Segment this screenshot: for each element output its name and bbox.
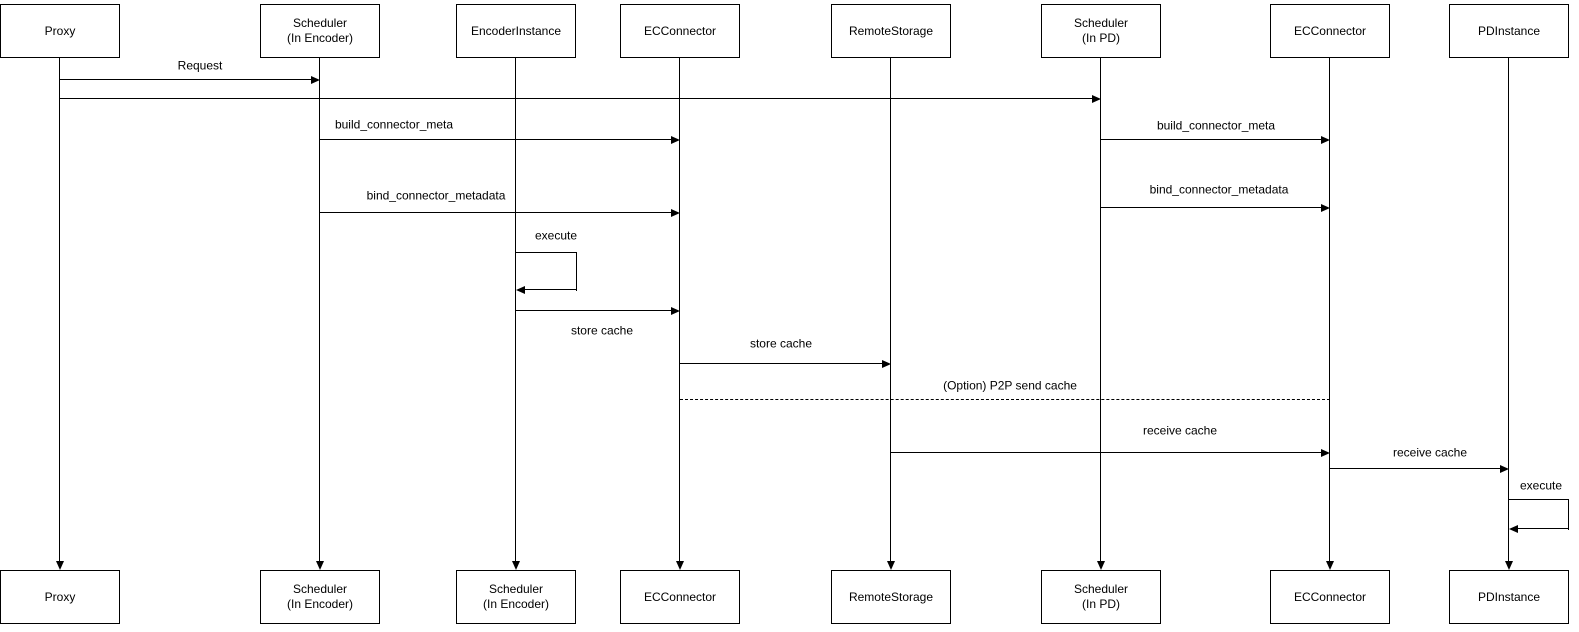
arrow-right-icon [1092,95,1101,103]
message-line [320,212,678,214]
actor-label: Scheduler [488,582,544,596]
actor-label: (In Encoder) [286,597,354,611]
actor-box-bottom-scheduler-encoder: Scheduler(In Encoder) [260,570,380,624]
message-label: build_connector_meta [334,117,454,132]
actor-label: ECConnector [643,589,717,604]
actor-label: PDInstance [1477,589,1541,604]
actor-box-top-ecconnector-right: ECConnector [1270,4,1390,58]
message-label: store cache [749,336,813,351]
actor-label: (In PD) [1081,597,1120,611]
message-line [680,399,1330,401]
message-label: (Option) P2P send cache [943,378,1077,393]
self-loop-right-line [576,252,578,291]
actor-box-bottom-ecconnector-right: ECConnector [1270,570,1390,624]
message-label: bind_connector_metadata [366,188,506,203]
arrow-left-icon [1509,525,1518,533]
actor-box-bottom-scheduler-pd: Scheduler(In PD) [1041,570,1161,624]
message-label: bind_connector_metadata [1149,182,1289,197]
arrow-right-icon [1321,136,1330,144]
actor-box-top-scheduler-encoder: Scheduler(In Encoder) [260,4,380,58]
message-line [680,363,889,365]
actor-label: PDInstance [1477,23,1541,38]
arrow-down-icon [316,561,324,570]
actor-label: ECConnector [1293,589,1367,604]
arrow-right-icon [882,360,891,368]
message-label: receive cache [1392,445,1468,460]
actor-label: Scheduler [1073,16,1129,30]
actor-label: (In Encoder) [482,597,550,611]
message-line [1101,139,1328,141]
actor-label: RemoteStorage [848,589,934,604]
message-line [60,79,318,81]
message-label: build_connector_meta [1156,118,1276,133]
self-loop-right-line [1568,499,1570,530]
actor-label: Scheduler [292,582,348,596]
actor-label: Scheduler [292,16,348,30]
actor-box-top-remote-storage: RemoteStorage [831,4,951,58]
arrow-right-icon [1500,465,1509,473]
message-line [891,452,1328,454]
actor-label: EncoderInstance [470,23,562,38]
actor-label: ECConnector [643,23,717,38]
actor-box-bottom-proxy: Proxy [0,570,120,624]
lifeline-encoder-instance [515,58,517,561]
lifeline-ecconnector-right [1329,58,1331,561]
arrow-right-icon [1321,204,1330,212]
message-label: Request [177,58,223,73]
message-label: execute [1519,478,1563,493]
arrow-down-icon [512,561,520,570]
actor-label: ECConnector [1293,23,1367,38]
message-line [1101,207,1328,209]
message-line [60,98,1099,100]
lifeline-pd-instance [1508,58,1510,561]
self-loop-top-line [516,252,577,254]
actor-label: Proxy [44,589,76,604]
actor-box-bottom-pd-instance: PDInstance [1449,570,1569,624]
arrow-down-icon [887,561,895,570]
lifeline-remote-storage [890,58,892,561]
actor-label: (In Encoder) [286,31,354,45]
arrow-down-icon [1505,561,1513,570]
self-loop-top-line [1509,499,1569,501]
arrow-down-icon [1097,561,1105,570]
arrow-right-icon [671,307,680,315]
actor-box-top-encoder-instance: EncoderInstance [456,4,576,58]
actor-box-bottom-ecconnector-left: ECConnector [620,570,740,624]
actor-box-top-pd-instance: PDInstance [1449,4,1569,58]
actor-box-bottom-encoder-instance: Scheduler(In Encoder) [456,570,576,624]
message-line [1330,468,1507,470]
actor-label: Proxy [44,23,76,38]
actor-box-top-proxy: Proxy [0,4,120,58]
lifeline-scheduler-encoder [319,58,321,561]
message-label: store cache [570,323,634,338]
lifeline-proxy [59,58,61,561]
actor-label: Scheduler [1073,582,1129,596]
message-label: execute [534,228,578,243]
arrow-right-icon [311,76,320,84]
actor-box-top-scheduler-pd: Scheduler(In PD) [1041,4,1161,58]
arrow-down-icon [676,561,684,570]
arrow-right-icon [671,209,680,217]
message-line [320,139,678,141]
actor-box-top-ecconnector-left: ECConnector [620,4,740,58]
arrow-left-icon [516,286,525,294]
arrow-down-icon [1326,561,1334,570]
actor-label: RemoteStorage [848,23,934,38]
self-loop-bottom-line [518,289,577,291]
arrow-right-icon [1321,449,1330,457]
self-loop-bottom-line [1511,528,1569,530]
arrow-down-icon [56,561,64,570]
lifeline-scheduler-pd [1100,58,1102,561]
message-line [516,310,678,312]
message-label: receive cache [1142,423,1218,438]
actor-label: (In PD) [1081,31,1120,45]
actor-box-bottom-remote-storage: RemoteStorage [831,570,951,624]
arrow-right-icon [671,136,680,144]
